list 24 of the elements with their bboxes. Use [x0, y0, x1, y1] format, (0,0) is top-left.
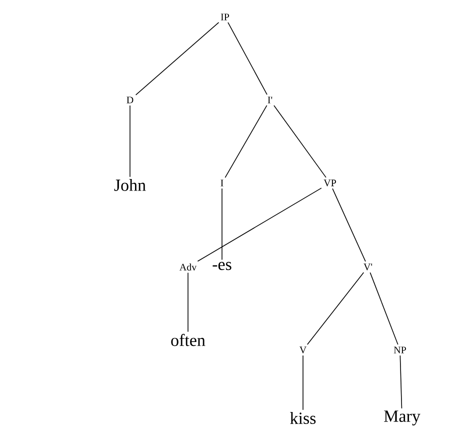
category-label: VP — [324, 180, 336, 186]
tree-branch — [332, 188, 366, 262]
tree-branch — [302, 355, 304, 410]
category-label: V — [300, 346, 307, 354]
category-label: I' — [268, 96, 272, 104]
category-label: V' — [364, 264, 372, 270]
tree-branch — [370, 272, 398, 345]
word-label: kiss — [290, 412, 316, 424]
category-label: I — [220, 180, 224, 186]
tree-branch — [228, 22, 268, 95]
word-label: John — [114, 179, 146, 191]
tree-branch — [274, 105, 326, 178]
tree-branch — [306, 272, 364, 345]
word-label: -es — [212, 262, 232, 270]
tree-branch — [400, 355, 402, 409]
category-label: Adv — [179, 263, 197, 270]
word-label: often — [171, 334, 206, 346]
word-label: Mary — [384, 410, 420, 426]
category-label: IP — [220, 14, 230, 20]
category-label: NP — [394, 346, 406, 354]
tree-branch — [135, 22, 220, 96]
tree-branch — [224, 105, 268, 178]
tree-branch — [197, 188, 322, 262]
category-label: D — [126, 96, 134, 104]
